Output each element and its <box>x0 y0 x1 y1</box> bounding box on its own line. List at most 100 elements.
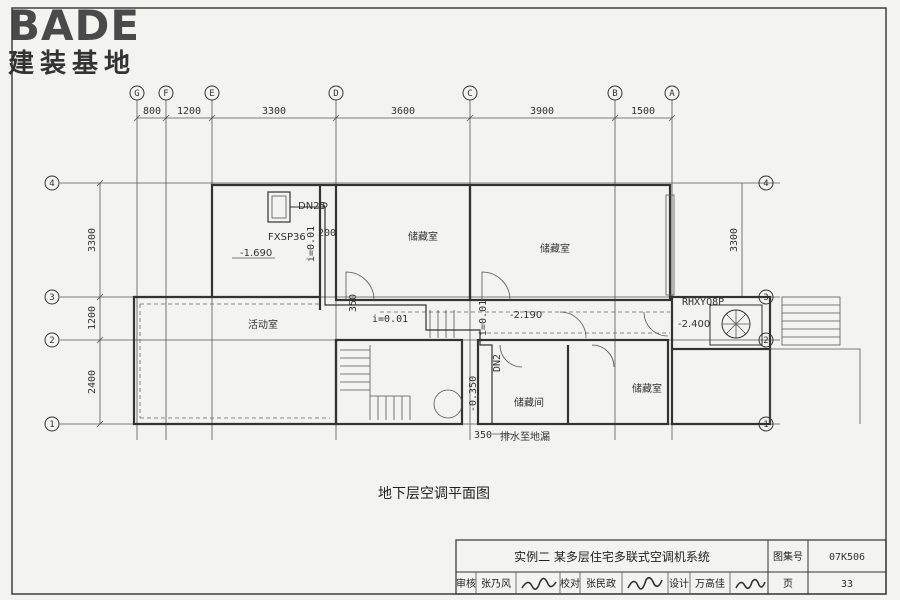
title-block-review-label: 审核 <box>456 577 476 590</box>
logo: BADE 建装基地 <box>8 4 178 86</box>
door-swing-6 <box>591 344 615 368</box>
axis-label-left-4: 4 <box>49 179 54 189</box>
designer-signature-icon <box>735 578 766 590</box>
label-elev-2190: -2.190 <box>510 310 542 321</box>
label-dn2: DN2 <box>492 354 503 372</box>
dim-top-2: 1200 <box>177 106 201 117</box>
axis-bubble-right-4 <box>758 175 774 191</box>
axis-label-right-2: 2 <box>763 336 768 346</box>
label-rhxyq8p: RHXYQ8P <box>682 297 724 308</box>
door-swing-5 <box>499 344 523 368</box>
title-block-check-label: 校对 <box>560 577 580 590</box>
axis-label-e: E <box>209 89 214 99</box>
wall-stair-area <box>334 338 464 426</box>
wall-outdoor-unit-area <box>670 295 772 351</box>
door-swing-1 <box>345 271 375 301</box>
title-block: 实例二 某多层住宅多联式空调机系统 图集号 07K506 审核 张乃风 校对 张… <box>455 539 887 595</box>
label-slope-1: i=0.01 <box>306 226 317 262</box>
label-elev-2400: -2.400 <box>678 319 710 330</box>
axis-bubble-c <box>462 85 478 101</box>
axis-bubble-b <box>607 85 623 101</box>
axis-bubble-left-4 <box>44 175 60 191</box>
dim-top-1: 800 <box>143 106 161 117</box>
corridor-dashes <box>139 303 670 419</box>
title-block-checker: 张民政 <box>586 577 616 590</box>
label-elev-1690: -1.690 <box>240 248 272 259</box>
title-block-page-no: 33 <box>841 579 853 590</box>
title-block-design-label: 设计 <box>669 577 689 590</box>
axis-bubble-e <box>204 85 220 101</box>
axis-label-right-4: 4 <box>763 179 768 189</box>
room-storage-3: 储藏间 <box>514 396 544 409</box>
sheet-border <box>11 7 887 595</box>
walls <box>132 183 772 426</box>
door-swing-3 <box>559 311 587 339</box>
wall-storage-room-1 <box>334 183 472 302</box>
door-swing-2 <box>481 271 511 301</box>
axis-bubble-f <box>158 85 174 101</box>
title-block-reviewer: 张乃风 <box>481 578 511 590</box>
reviewer-signature-icon <box>521 577 557 590</box>
title-block-title: 实例二 某多层住宅多联式空调机系统 <box>514 549 710 564</box>
title-block-page-label: 页 <box>783 578 793 590</box>
label-fxsp36: FXSP36 <box>268 232 306 243</box>
stairs <box>340 310 455 420</box>
axis-bubble-right-2 <box>758 332 774 348</box>
label-elev-0350: -0.350 <box>468 376 479 412</box>
axis-label-left-1: 1 <box>49 420 54 430</box>
dim-left-1: 3300 <box>87 228 98 252</box>
dim-left-3: 2400 <box>87 370 98 394</box>
axis-bubble-left-1 <box>44 416 60 432</box>
title-block-designer: 万高佳 <box>695 577 725 590</box>
checker-signature-icon <box>627 576 663 590</box>
left-dim-ticks <box>96 179 104 428</box>
axis-bubble-g <box>129 85 145 101</box>
axis-bubble-d <box>328 85 344 101</box>
top-dim-ticks <box>133 114 676 122</box>
dim-top-6: 1500 <box>631 106 655 117</box>
label-350-a: 350 <box>348 294 359 312</box>
axis-label-f: F <box>163 89 168 99</box>
dim-right-1: 3300 <box>729 228 740 252</box>
label-dn25: DN25 <box>298 201 326 212</box>
room-storage-4: 储藏室 <box>632 382 662 395</box>
room-activity: 活动室 <box>248 318 278 331</box>
axis-label-a: A <box>669 89 675 99</box>
wall-right-lower <box>670 349 772 426</box>
dim-top-5: 3900 <box>530 106 554 117</box>
label-200: 200 <box>318 228 336 239</box>
exterior-steps <box>769 296 861 424</box>
axis-label-d: D <box>333 89 338 99</box>
label-350-b: 350 <box>474 430 492 441</box>
room-storage-2: 储藏室 <box>540 242 570 255</box>
axis-label-left-2: 2 <box>49 336 54 346</box>
wall-activity-room <box>132 295 338 426</box>
wall-storage-room-2 <box>468 183 672 302</box>
label-drain: 排水至地漏 <box>500 430 550 443</box>
window-right <box>665 194 675 296</box>
wall-lower-storage <box>476 338 670 426</box>
title-block-atlas-no: 07K506 <box>829 552 865 563</box>
room-storage-1: 储藏室 <box>408 230 438 243</box>
doors <box>345 271 669 368</box>
labels: DN25 FXSP36 -1.690 i=0.01 200 350 i=0.01… <box>232 201 724 443</box>
axis-label-b: B <box>612 89 617 99</box>
plan-title: 地下层空调平面图 <box>378 486 490 502</box>
condensate-pipe <box>324 207 493 424</box>
outdoor-unit <box>709 304 763 346</box>
logo-subtitle: 建装基地 <box>8 49 137 79</box>
axis-bubble-left-3 <box>44 289 60 305</box>
title-block-atlas-label: 图集号 <box>773 550 803 563</box>
dim-top-3: 3300 <box>262 106 286 117</box>
dim-left-2: 1200 <box>87 306 98 330</box>
axis-label-c: C <box>467 89 472 99</box>
water-heater-circle <box>433 389 463 419</box>
right-axes: 4 3 2 1 3300 <box>729 175 774 432</box>
axis-bubble-a <box>664 85 680 101</box>
axis-bubble-left-2 <box>44 332 60 348</box>
door-swing-4 <box>643 311 669 337</box>
indoor-unit-fxsp36 <box>267 191 328 223</box>
logo-brand: BADE <box>8 1 141 50</box>
